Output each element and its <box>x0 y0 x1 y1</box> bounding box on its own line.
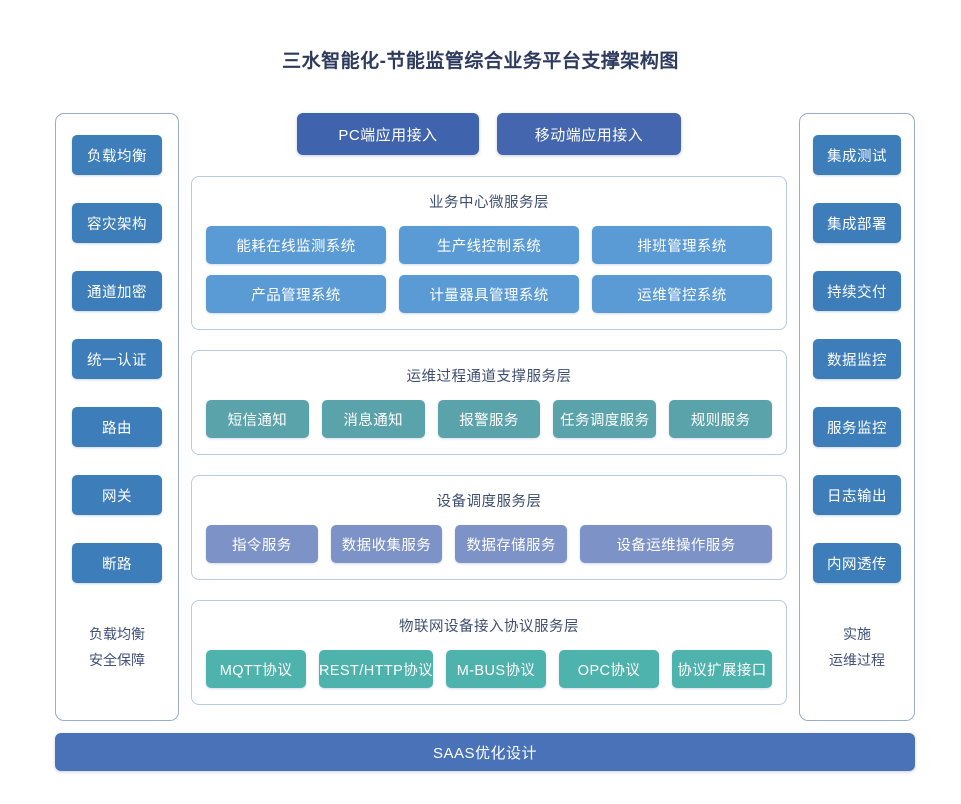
service-chip-energy-monitor[interactable]: 能耗在线监测系统 <box>206 226 386 264</box>
sidebar-item-label: 统一认证 <box>87 352 147 369</box>
architecture-frame: 负载均衡 容灾架构 通道加密 统一认证 路由 网关 断路 负载均衡 安全保障 P… <box>55 113 915 723</box>
center-stack: PC端应用接入 移动端应用接入 业务中心微服务层 能耗在线监测系统 生产线控制系… <box>191 113 787 725</box>
chip-label: 短信通知 <box>227 412 288 429</box>
sidebar-item-label: 集成部署 <box>827 216 887 233</box>
layer-title: 业务中心微服务层 <box>429 195 549 211</box>
left-panel-caption-line2: 安全保障 <box>89 652 145 668</box>
mobile-access-button[interactable]: 移动端应用接入 <box>497 113 681 155</box>
saas-optimization-bar[interactable]: SAAS优化设计 <box>55 733 915 771</box>
layer-device-scheduling: 设备调度服务层 指令服务 数据收集服务 数据存储服务 设备运维操作服务 <box>191 475 787 580</box>
pc-access-label: PC端应用接入 <box>338 126 438 144</box>
left-panel-caption: 负载均衡 安全保障 <box>89 621 145 673</box>
page-title: 三水智能化-节能监管综合业务平台支撑架构图 <box>282 51 679 72</box>
right-panel-caption-line2: 运维过程 <box>829 652 885 668</box>
layer-business-microservice: 业务中心微服务层 能耗在线监测系统 生产线控制系统 排班管理系统 产品管理系统 … <box>191 176 787 330</box>
chip-label: 数据收集服务 <box>341 537 432 554</box>
layer-row: 指令服务 数据收集服务 数据存储服务 设备运维操作服务 <box>206 525 773 563</box>
layer-row: MQTT协议 REST/HTTP协议 M-BUS协议 OPC协议 协议扩展接口 <box>206 650 773 688</box>
protocol-chip-mbus[interactable]: M-BUS协议 <box>445 650 546 688</box>
sidebar-item-integration-deploy[interactable]: 集成部署 <box>813 203 901 243</box>
service-chip-alarm-service[interactable]: 报警服务 <box>437 400 541 438</box>
service-chip-data-collection[interactable]: 数据收集服务 <box>330 525 443 563</box>
sidebar-item-label: 服务监控 <box>827 420 887 437</box>
protocol-chip-mqtt[interactable]: MQTT协议 <box>206 650 307 688</box>
sidebar-item-routing[interactable]: 路由 <box>72 407 162 447</box>
mobile-access-label: 移动端应用接入 <box>534 126 644 144</box>
chip-label: 设备运维操作服务 <box>616 537 736 554</box>
chip-label: 产品管理系统 <box>251 287 341 304</box>
chip-label: 规则服务 <box>690 412 751 429</box>
layer-title: 设备调度服务层 <box>436 494 542 510</box>
chip-label: 任务调度服务 <box>560 412 650 429</box>
sidebar-item-label: 断路 <box>102 556 132 573</box>
sidebar-item-disaster-recovery[interactable]: 容灾架构 <box>72 203 162 243</box>
service-chip-metering-device-management[interactable]: 计量器具管理系统 <box>399 275 579 313</box>
layer-title: 运维过程通道支撑服务层 <box>406 369 572 385</box>
service-chip-production-line-control[interactable]: 生产线控制系统 <box>399 226 579 264</box>
layer-row: 产品管理系统 计量器具管理系统 运维管控系统 <box>206 275 772 313</box>
sidebar-item-integration-test[interactable]: 集成测试 <box>813 135 901 175</box>
service-chip-shift-management[interactable]: 排班管理系统 <box>592 226 772 264</box>
sidebar-item-label: 内网透传 <box>827 556 887 573</box>
protocol-chip-extension-interface[interactable]: 协议扩展接口 <box>672 650 773 688</box>
sidebar-item-service-monitoring[interactable]: 服务监控 <box>813 407 901 447</box>
sidebar-item-label: 容灾架构 <box>87 216 147 233</box>
layer-row: 能耗在线监测系统 生产线控制系统 排班管理系统 <box>206 226 772 264</box>
chip-label: 运维管控系统 <box>637 287 727 304</box>
sidebar-item-intranet-tunneling[interactable]: 内网透传 <box>813 543 901 583</box>
chip-label: 协议扩展接口 <box>677 662 767 679</box>
service-chip-device-ops-operation[interactable]: 设备运维操作服务 <box>579 525 773 563</box>
sidebar-item-unified-auth[interactable]: 统一认证 <box>72 339 162 379</box>
left-support-panel: 负载均衡 容灾架构 通道加密 统一认证 路由 网关 断路 负载均衡 安全保障 <box>55 113 179 721</box>
chip-label: 能耗在线监测系统 <box>236 238 356 255</box>
sidebar-item-label: 网关 <box>102 488 132 505</box>
layer-iot-protocol-access: 物联网设备接入协议服务层 MQTT协议 REST/HTTP协议 M-BUS协议 … <box>191 600 787 705</box>
chip-label: M-BUS协议 <box>456 662 536 679</box>
protocol-chip-rest-http[interactable]: REST/HTTP协议 <box>319 650 433 688</box>
saas-optimization-label: SAAS优化设计 <box>432 744 538 762</box>
right-panel-caption: 实施 运维过程 <box>829 621 885 673</box>
sidebar-item-circuit-breaker[interactable]: 断路 <box>72 543 162 583</box>
sidebar-item-load-balance[interactable]: 负载均衡 <box>72 135 162 175</box>
sidebar-item-log-output[interactable]: 日志输出 <box>813 475 901 515</box>
sidebar-item-label: 路由 <box>102 420 132 437</box>
sidebar-item-label: 通道加密 <box>87 284 147 301</box>
service-chip-message-notification[interactable]: 消息通知 <box>321 400 425 438</box>
service-chip-sms-notification[interactable]: 短信通知 <box>206 400 309 438</box>
right-panel-caption-line1: 实施 <box>843 626 871 642</box>
service-chip-ops-control[interactable]: 运维管控系统 <box>592 275 772 313</box>
application-access-row: PC端应用接入 移动端应用接入 <box>297 113 681 155</box>
chip-label: 指令服务 <box>232 537 292 554</box>
sidebar-item-continuous-delivery[interactable]: 持续交付 <box>813 271 901 311</box>
sidebar-item-label: 集成测试 <box>827 148 887 165</box>
sidebar-item-label: 负载均衡 <box>87 148 147 165</box>
chip-label: 生产线控制系统 <box>436 238 542 255</box>
chip-label: 排班管理系统 <box>637 238 727 255</box>
chip-label: MQTT协议 <box>219 662 293 679</box>
layer-title: 物联网设备接入协议服务层 <box>399 619 579 635</box>
service-chip-data-storage[interactable]: 数据存储服务 <box>455 525 567 563</box>
pc-access-button[interactable]: PC端应用接入 <box>297 113 479 155</box>
layer-ops-channel-support: 运维过程通道支撑服务层 短信通知 消息通知 报警服务 任务调度服务 规则服务 <box>191 350 787 455</box>
service-chip-task-scheduling[interactable]: 任务调度服务 <box>553 400 657 438</box>
sidebar-item-label: 持续交付 <box>827 284 887 301</box>
service-chip-rule-service[interactable]: 规则服务 <box>669 400 772 438</box>
chip-label: 报警服务 <box>459 412 519 429</box>
chip-label: 消息通知 <box>343 412 403 429</box>
sidebar-item-channel-encryption[interactable]: 通道加密 <box>72 271 162 311</box>
chip-label: REST/HTTP协议 <box>319 662 433 679</box>
layer-row: 短信通知 消息通知 报警服务 任务调度服务 规则服务 <box>206 400 772 438</box>
service-chip-product-management[interactable]: 产品管理系统 <box>206 275 386 313</box>
sidebar-item-label: 数据监控 <box>827 352 887 369</box>
sidebar-item-label: 日志输出 <box>827 488 887 505</box>
sidebar-item-gateway[interactable]: 网关 <box>72 475 162 515</box>
chip-label: 计量器具管理系统 <box>429 287 549 304</box>
protocol-chip-opc[interactable]: OPC协议 <box>559 650 660 688</box>
chip-label: OPC协议 <box>577 662 641 679</box>
chip-label: 数据存储服务 <box>466 537 556 554</box>
left-panel-caption-line1: 负载均衡 <box>89 626 145 642</box>
right-support-panel: 集成测试 集成部署 持续交付 数据监控 服务监控 日志输出 内网透传 实施 运维… <box>799 113 915 721</box>
sidebar-item-data-monitoring[interactable]: 数据监控 <box>813 339 901 379</box>
service-chip-command-service[interactable]: 指令服务 <box>206 525 318 563</box>
